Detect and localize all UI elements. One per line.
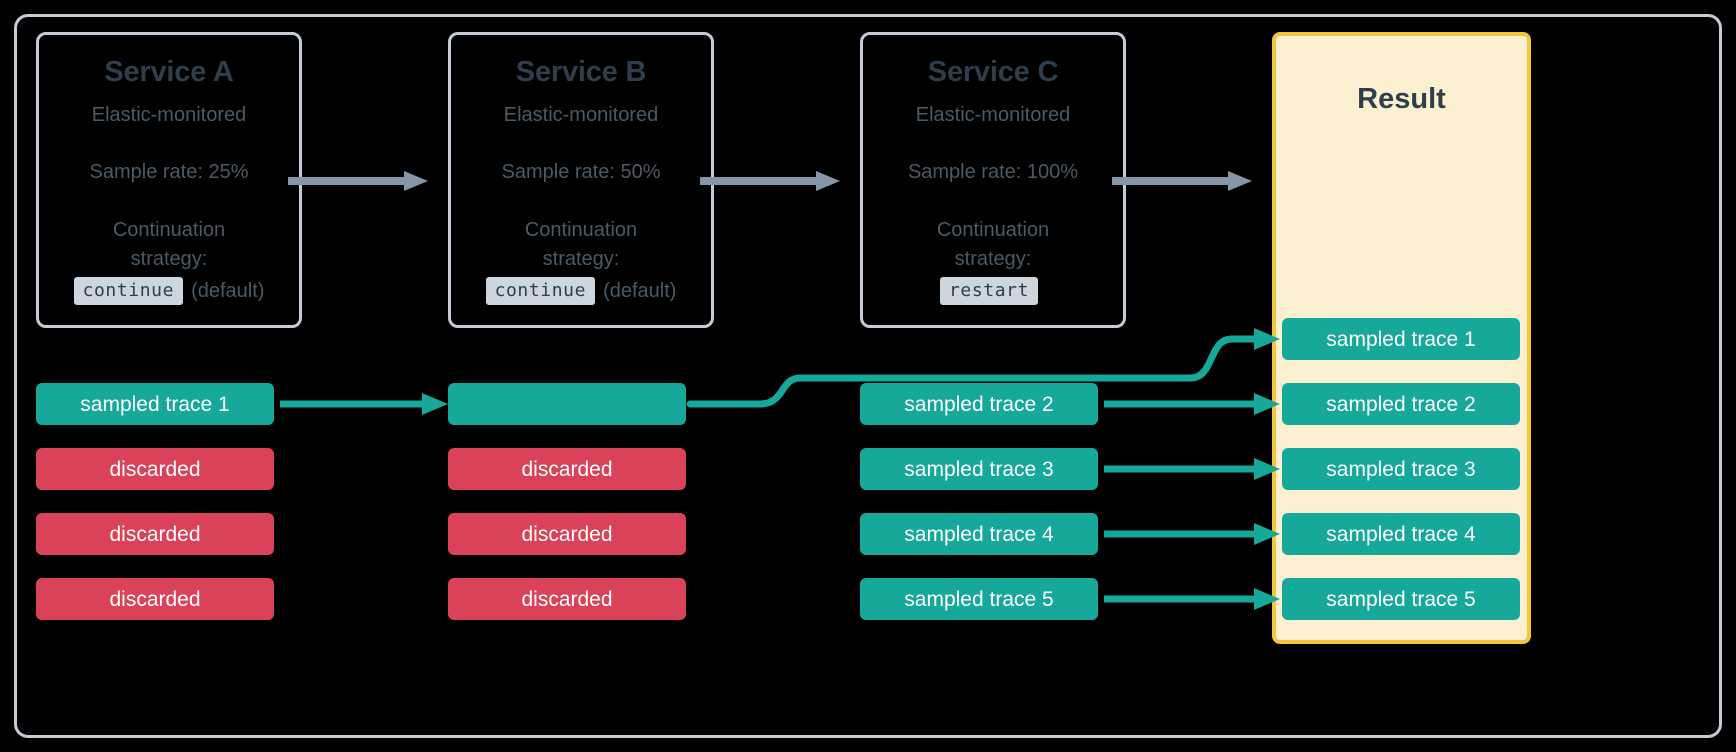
trace-bar[interactable]: discarded xyxy=(448,448,686,490)
trace-bar[interactable]: discarded xyxy=(448,578,686,620)
service-b-subtitle: Elastic-monitored xyxy=(503,103,659,126)
service-a-sample-rate: Sample rate: 25% xyxy=(89,160,249,183)
trace-bar[interactable]: sampled trace 3 xyxy=(860,448,1098,490)
service-b-title: Service B xyxy=(515,56,647,88)
service-a-title: Service A xyxy=(104,56,234,88)
outer-frame xyxy=(14,14,1722,738)
service-b-strategy-value: continue xyxy=(485,276,596,306)
service-b-strategy-row: continue (default) xyxy=(485,276,677,306)
result-trace-bar[interactable]: sampled trace 4 xyxy=(1282,513,1520,555)
trace-bar[interactable]: sampled trace 5 xyxy=(860,578,1098,620)
trace-bar[interactable]: sampled trace 2 xyxy=(860,383,1098,425)
flow-arrow-b-to-c-icon xyxy=(700,171,840,191)
result-trace-bar[interactable]: sampled trace 2 xyxy=(1282,383,1520,425)
trace-bar[interactable] xyxy=(448,383,686,425)
trace-bar[interactable]: discarded xyxy=(36,578,274,620)
result-trace-bar[interactable]: sampled trace 3 xyxy=(1282,448,1520,490)
result-trace-bar[interactable]: sampled trace 5 xyxy=(1282,578,1520,620)
trace-bar[interactable]: discarded xyxy=(36,448,274,490)
service-c-sample-rate: Sample rate: 100% xyxy=(907,160,1079,183)
service-a-strategy-row: continue (default) xyxy=(73,276,265,306)
service-c-strategy-row: restart xyxy=(939,276,1046,306)
service-a-strategy-value: continue xyxy=(73,276,184,306)
service-card-b: Service B Elastic-monitored Sample rate:… xyxy=(448,32,714,328)
service-c-title: Service C xyxy=(927,56,1059,88)
trace-bar[interactable]: discarded xyxy=(36,513,274,555)
flow-arrow-a-to-b-icon xyxy=(288,171,428,191)
service-c-strategy-value: restart xyxy=(939,276,1039,306)
service-c-subtitle: Elastic-monitored xyxy=(915,103,1071,126)
service-a-strategy-note: (default) xyxy=(191,279,265,302)
service-card-a: Service A Elastic-monitored Sample rate:… xyxy=(36,32,302,328)
flow-arrow-c-to-result-icon xyxy=(1112,171,1252,191)
service-a-strategy-label: Continuation strategy: xyxy=(112,218,226,270)
service-b-strategy-label: Continuation strategy: xyxy=(524,218,638,270)
trace-bar[interactable]: discarded xyxy=(448,513,686,555)
service-b-strategy-note: (default) xyxy=(603,279,677,302)
result-trace-bar[interactable]: sampled trace 1 xyxy=(1282,318,1520,360)
trace-bar[interactable]: sampled trace 1 xyxy=(36,383,274,425)
service-a-subtitle: Elastic-monitored xyxy=(91,103,247,126)
result-title: Result xyxy=(1357,83,1446,115)
trace-bar[interactable]: sampled trace 4 xyxy=(860,513,1098,555)
service-b-sample-rate: Sample rate: 50% xyxy=(501,160,661,183)
service-c-strategy-label: Continuation strategy: xyxy=(936,218,1050,270)
service-card-c: Service C Elastic-monitored Sample rate:… xyxy=(860,32,1126,328)
